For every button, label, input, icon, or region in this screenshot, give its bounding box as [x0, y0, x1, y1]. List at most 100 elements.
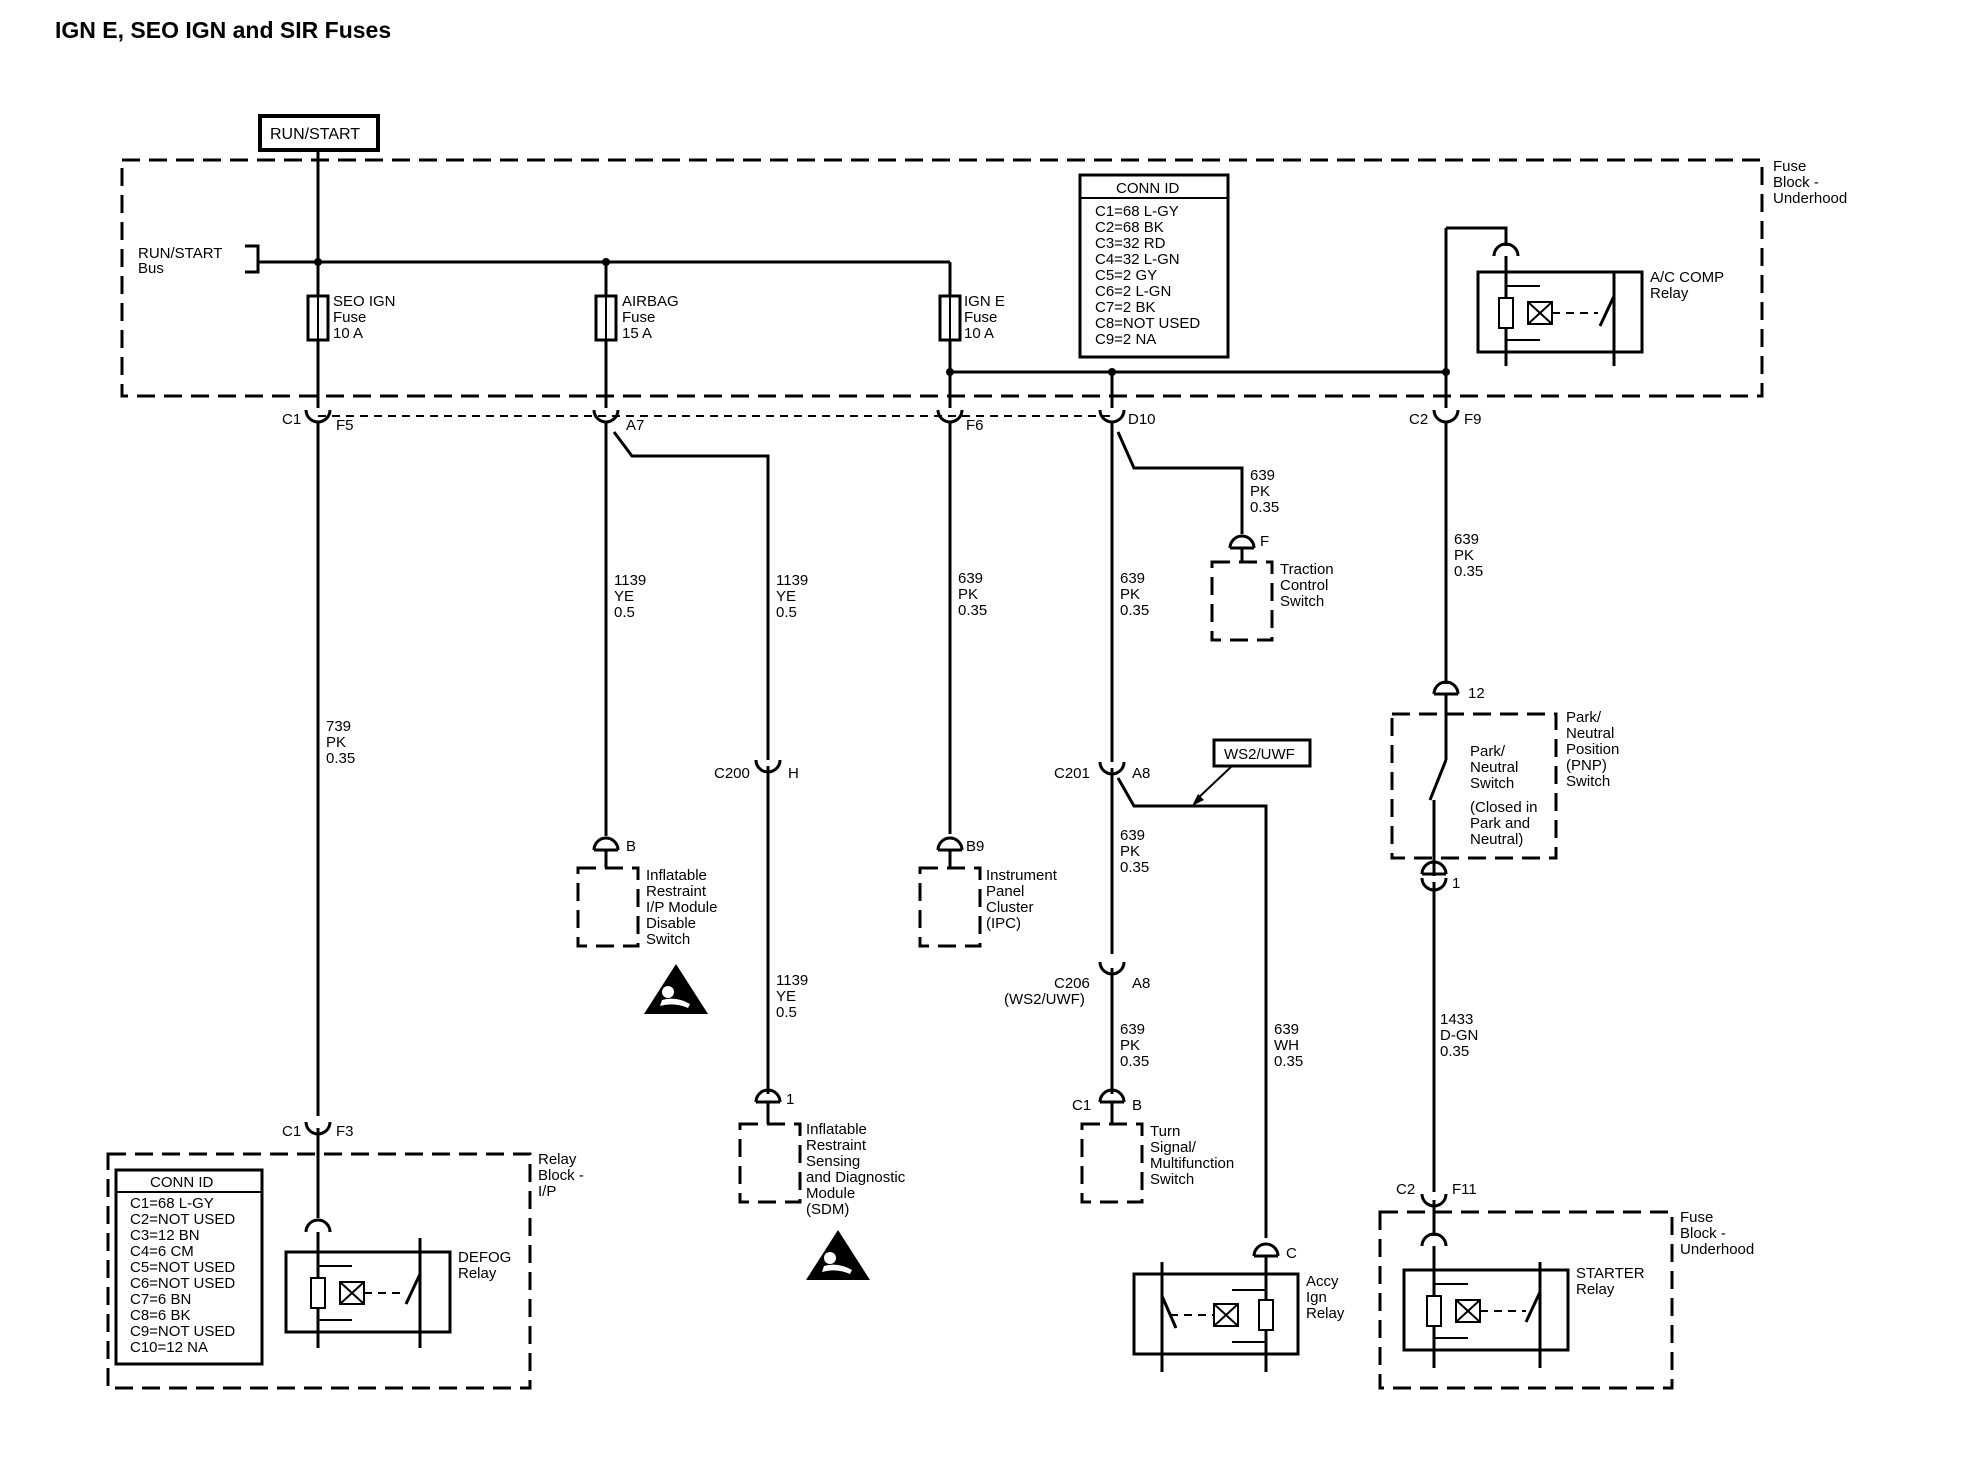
pin-a8-label: A8: [1132, 975, 1150, 992]
conn-c206-label: C206 (WS2/UWF): [1004, 975, 1090, 1008]
svg-text:(IPC): (IPC): [986, 915, 1021, 932]
sir-warning-icon: [644, 964, 708, 1014]
svg-text:Traction: Traction: [1280, 561, 1334, 578]
seo-ign-fuse-label: SEO IGN Fuse 10 A: [333, 293, 396, 342]
svg-text:C2=NOT USED: C2=NOT USED: [130, 1211, 235, 1228]
fuse-block-top-label: Fuse Block - Underhood: [1773, 158, 1847, 207]
option-tag-label: WS2/UWF: [1224, 746, 1295, 763]
pin-f9-label: F9: [1464, 411, 1482, 428]
svg-text:Control: Control: [1280, 577, 1328, 594]
svg-text:Sensing: Sensing: [806, 1153, 860, 1170]
svg-text:Relay: Relay: [1576, 1281, 1615, 1298]
traction-control-switch: F Traction Control Switch: [1210, 533, 1334, 642]
svg-text:639: 639: [958, 570, 983, 587]
svg-text:Multifunction: Multifunction: [1150, 1155, 1234, 1172]
svg-text:Switch: Switch: [1566, 773, 1610, 790]
svg-text:Relay: Relay: [1650, 285, 1689, 302]
svg-text:(Closed in: (Closed in: [1470, 799, 1538, 816]
svg-text:0.5: 0.5: [776, 604, 797, 621]
svg-text:12: 12: [1468, 685, 1485, 702]
svg-text:A/C COMP: A/C COMP: [1650, 269, 1724, 286]
svg-text:Ign: Ign: [1306, 1289, 1327, 1306]
conn-id-table-bottom: CONN ID C1=68 L-GY C2=NOT USED C3=12 BN …: [114, 1168, 264, 1366]
svg-text:0.35: 0.35: [1274, 1053, 1303, 1070]
svg-text:C3=32 RD: C3=32 RD: [1095, 235, 1166, 252]
svg-text:Neutral: Neutral: [1566, 725, 1614, 742]
svg-text:Underhood: Underhood: [1773, 190, 1847, 207]
conn-c1-label: C1: [282, 411, 301, 428]
svg-text:YE: YE: [614, 588, 634, 605]
svg-text:Switch: Switch: [1470, 775, 1514, 792]
svg-text:C9=2 NA: C9=2 NA: [1095, 331, 1156, 348]
fuse-block-bottom-label: Fuse Block - Underhood: [1680, 1209, 1754, 1258]
turn-signal-multifunction-switch: C1 B Turn Signal/ Multifunction Switch: [1072, 1088, 1234, 1204]
wire-639-label: 639 PK 0.35: [1250, 467, 1279, 516]
svg-text:CONN ID: CONN ID: [1116, 180, 1180, 197]
svg-text:Fuse: Fuse: [964, 309, 997, 326]
svg-text:Neutral: Neutral: [1470, 759, 1518, 776]
svg-text:1139: 1139: [614, 572, 646, 589]
svg-text:B: B: [1132, 1097, 1142, 1114]
svg-text:F: F: [1260, 533, 1269, 550]
conn-c201-label: C201: [1054, 765, 1090, 782]
wire-639-label: 639 PK 0.35: [1120, 827, 1149, 876]
svg-text:C1=68 L-GY: C1=68 L-GY: [1095, 203, 1179, 220]
svg-text:Inflatable: Inflatable: [806, 1121, 867, 1138]
pin-d10-label: D10: [1128, 411, 1156, 428]
conn-c2-label: C2: [1396, 1181, 1415, 1198]
svg-text:Position: Position: [1566, 741, 1619, 758]
ign-e-fuse-label: IGN E Fuse 10 A: [964, 293, 1005, 342]
svg-text:C3=12 BN: C3=12 BN: [130, 1227, 200, 1244]
svg-text:0.35: 0.35: [1120, 602, 1149, 619]
pin-f6-label: F6: [966, 417, 984, 434]
conn-c2-label: C2: [1409, 411, 1428, 428]
svg-text:C2=68 BK: C2=68 BK: [1095, 219, 1164, 236]
svg-text:(PNP): (PNP): [1566, 757, 1607, 774]
wire-739-label: 739 PK 0.35: [326, 718, 355, 767]
svg-text:Relay: Relay: [538, 1151, 577, 1168]
svg-text:Fuse: Fuse: [333, 309, 366, 326]
svg-text:Inflatable: Inflatable: [646, 867, 707, 884]
svg-text:C8=NOT USED: C8=NOT USED: [1095, 315, 1200, 332]
svg-text:C5=NOT USED: C5=NOT USED: [130, 1259, 235, 1276]
svg-text:C: C: [1286, 1245, 1297, 1262]
pin-h-label: H: [788, 765, 799, 782]
svg-text:639: 639: [1454, 531, 1479, 548]
bus-label: RUN/START Bus: [138, 245, 222, 277]
pin-f3-label: F3: [336, 1123, 354, 1140]
svg-text:Neutral): Neutral): [1470, 831, 1523, 848]
svg-text:639: 639: [1250, 467, 1275, 484]
svg-text:C6=2 L-GN: C6=2 L-GN: [1095, 283, 1171, 300]
svg-text:Turn: Turn: [1150, 1123, 1180, 1140]
wire-1433-label: 1433 D-GN 0.35: [1440, 1011, 1478, 1060]
svg-text:I/P Module: I/P Module: [646, 899, 717, 916]
svg-text:1433: 1433: [1440, 1011, 1473, 1028]
sir-warning-icon: [806, 1230, 870, 1280]
defog-relay: DEFOG Relay: [284, 1218, 511, 1348]
svg-text:I/P: I/P: [538, 1183, 556, 1200]
svg-text:WH: WH: [1274, 1037, 1299, 1054]
svg-text:Module: Module: [806, 1185, 855, 1202]
svg-text:D-GN: D-GN: [1440, 1027, 1478, 1044]
svg-text:0.35: 0.35: [326, 750, 355, 767]
conn-c200-label: C200: [714, 765, 750, 782]
svg-text:Relay: Relay: [458, 1265, 497, 1282]
ac-comp-relay: A/C COMP Relay: [1446, 226, 1724, 366]
svg-text:Switch: Switch: [646, 931, 690, 948]
svg-text:Accy: Accy: [1306, 1273, 1339, 1290]
svg-text:YE: YE: [776, 588, 796, 605]
svg-text:Park/: Park/: [1470, 743, 1506, 760]
svg-text:Park and: Park and: [1470, 815, 1530, 832]
svg-text:0.35: 0.35: [1454, 563, 1483, 580]
svg-text:1: 1: [786, 1091, 794, 1108]
relay-block-ip-boundary: [106, 1152, 532, 1390]
svg-text:0.35: 0.35: [1250, 499, 1279, 516]
sdm-module: 1 Inflatable Restraint Sensing and Diagn…: [738, 1088, 906, 1218]
svg-text:PK: PK: [1120, 586, 1140, 603]
svg-text:Panel: Panel: [986, 883, 1024, 900]
svg-text:PK: PK: [326, 734, 346, 751]
svg-text:Instrument: Instrument: [986, 867, 1058, 884]
svg-text:C10=12 NA: C10=12 NA: [130, 1339, 208, 1356]
svg-text:Block -: Block -: [1680, 1225, 1726, 1242]
